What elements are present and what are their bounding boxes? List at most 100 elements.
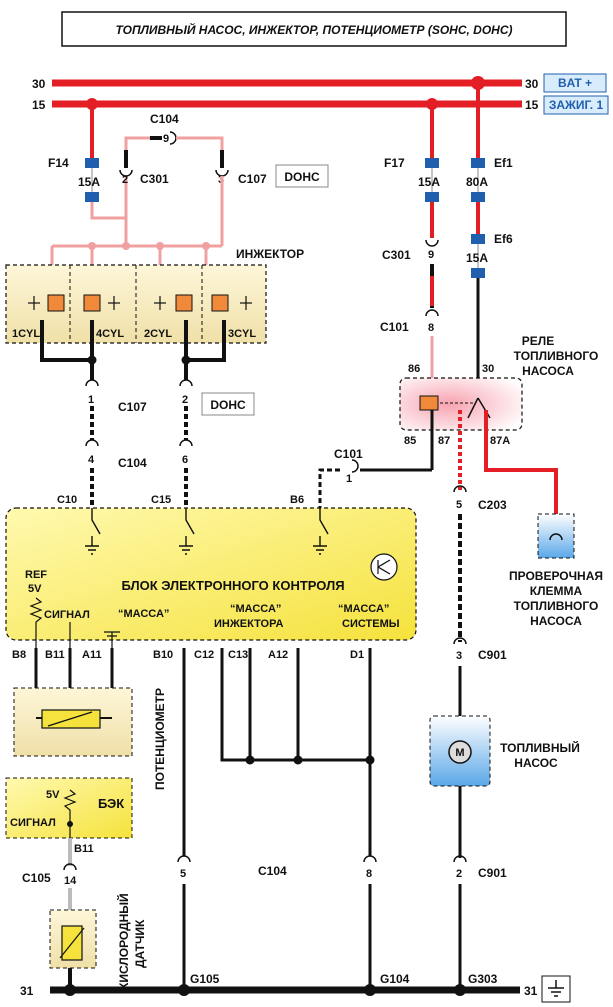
fuse-f17-rating: 15A: [418, 175, 440, 189]
c301-label: C301: [140, 172, 169, 186]
injector-cyl1: 1CYL: [12, 328, 40, 340]
bek-label: БЭК: [98, 796, 124, 811]
ground-g105: G105: [190, 972, 220, 986]
fuse-ef1-rating: 80A: [466, 175, 488, 189]
c301-pin-right: 9: [428, 249, 434, 261]
rail-30-label: 30: [32, 77, 46, 91]
fuel-pump-relay: РЕЛЕ ТОПЛИВНОГО НАСОСА 86 30 85 87 87A: [399, 334, 598, 447]
ecu-pin-a11: A11: [82, 649, 102, 661]
ecu-pin-c10: C10: [57, 494, 77, 506]
oxygen-label-1: КИСЛОРОДНЫЙ: [116, 893, 131, 990]
injector-block: ИНЖЕКТОР 1CYL 4CYL 2CYL 3CYL: [5, 247, 304, 344]
c901-label-bottom: C901: [478, 866, 507, 880]
c104-pin5: 5: [180, 868, 186, 880]
c104-pin4: 4: [88, 454, 95, 466]
ecu-pin-d1: D1: [350, 649, 364, 661]
ecu-pin-c15: C15: [151, 494, 171, 506]
ecu-mass: “МАССА”: [118, 608, 169, 620]
injector-cyl2: 2CYL: [144, 328, 172, 340]
fuel-pump: M ТОПЛИВНЫЙ НАСОС: [429, 715, 580, 787]
c901-pin-bottom: 2: [456, 868, 462, 880]
rail-15-label-right: 15: [525, 98, 539, 112]
test-clamp: ПРОВЕРОЧНАЯ КЛЕММА ТОПЛИВНОГО НАСОСА: [509, 513, 603, 628]
rail-31-label: 31: [20, 984, 34, 998]
c104-pin6: 6: [182, 454, 188, 466]
relay-pin-30: 30: [482, 363, 494, 375]
ecu-pin-a12: A12: [268, 649, 288, 661]
ecu-title: БЛОК ЭЛЕКТРОННОГО КОНТРОЛЯ: [121, 578, 344, 593]
c203-pin: 5: [456, 499, 462, 511]
fuse-ef6: Ef6 15A: [466, 232, 513, 278]
fuse-ef6-label: Ef6: [494, 232, 513, 246]
c107-lower: 1 2 C107 DOHC: [85, 379, 255, 416]
injector-cyl4: 4CYL: [96, 328, 124, 340]
fuse-ef1-label: Ef1: [494, 156, 513, 170]
test-clamp-label-3: ТОПЛИВНОГО: [514, 599, 599, 613]
c301-label-right: C301: [382, 248, 411, 262]
c104-pin-top: 9: [163, 133, 169, 145]
c107-pin2: 2: [182, 394, 188, 406]
injector-label: ИНЖЕКТОР: [236, 247, 304, 261]
ecu-pin-b10: B10: [153, 649, 173, 661]
fuse-f14: F14 15A: [48, 156, 100, 202]
potentiometer: ПОТЕНЦИОМЕТР: [13, 687, 167, 790]
ignition-label: ЗАЖИГ. 1: [549, 98, 604, 112]
c107-label-lower: C107: [118, 400, 147, 414]
ecu-pins: B8 B11 A11 B10 C12 C13 A12 D1: [12, 649, 364, 661]
c104-label-bottom: C104: [258, 864, 287, 878]
fuse-f17: F17 15A: [384, 156, 440, 202]
fuse-ef1: Ef1 80A: [466, 156, 513, 202]
dohc-tag-lower: DOHC: [210, 398, 246, 412]
rail-30-label-right: 30: [525, 77, 539, 91]
c107-label-top: C107: [238, 172, 267, 186]
c105-pin: 14: [64, 875, 77, 887]
c104-bottom: 5 8 C104: [177, 855, 377, 880]
c301-pin: 2: [122, 174, 128, 186]
ecu-ref-5v: 5V: [28, 583, 42, 595]
ecu-pin-b11: B11: [45, 649, 65, 661]
relay-pin-86: 86: [408, 363, 420, 375]
relay-pin-85: 85: [404, 435, 416, 447]
title-box: ТОПЛИВНЫЙ НАСОС, ИНЖЕКТОР, ПОТЕНЦИОМЕТР …: [61, 11, 567, 47]
ecu-pin-b8: B8: [12, 649, 26, 661]
fuse-ef6-rating: 15A: [466, 251, 488, 265]
injector-cyl3: 3CYL: [228, 328, 256, 340]
relay-pin-87: 87: [438, 435, 450, 447]
rail-15: 15 15 ЗАЖИГ. 1: [32, 95, 609, 115]
c101-label-mid: C101: [334, 447, 363, 461]
ecu-block: C10 C15 B6 БЛОК ЭЛЕКТРОННОГО КОНТРОЛЯ RE…: [5, 494, 417, 648]
c101-label-top: C101: [380, 320, 409, 334]
relay-label-1: РЕЛЕ: [522, 334, 554, 348]
c901-label-top: C901: [478, 648, 507, 662]
bek-5v: 5V: [46, 789, 60, 801]
bek-pin: B11: [74, 843, 94, 855]
ground-g303: G303: [468, 972, 498, 986]
c101-pin1: 1: [346, 473, 352, 485]
ecu-pin-c12: C12: [194, 649, 214, 661]
ground-g104: G104: [380, 972, 410, 986]
fuse-f14-rating: 15A: [78, 175, 100, 189]
c104-pin8: 8: [366, 868, 372, 880]
bek-signal: СИГНАЛ: [10, 817, 56, 829]
ecu-signal: СИГНАЛ: [44, 609, 90, 621]
bek-block: БЭК 5V СИГНАЛ: [5, 777, 133, 839]
rail-15-label: 15: [32, 98, 46, 112]
ecu-mass-inj-2: ИНЖЕКТОРА: [214, 618, 283, 630]
fuse-f17-label: F17: [384, 156, 405, 170]
c203-label: C203: [478, 498, 507, 512]
test-clamp-label-2: КЛЕММА: [530, 584, 583, 598]
c104-label-top: C104: [150, 112, 179, 126]
ecu-pin-c13: C13: [228, 649, 248, 661]
c104-label-mid: C104: [118, 456, 147, 470]
c107-pin1: 1: [88, 394, 94, 406]
fuse-f14-label: F14: [48, 156, 69, 170]
battery-label: BAT +: [558, 76, 592, 90]
ecu-mass-inj-1: “МАССА”: [230, 603, 281, 615]
ecu-ref: REF: [25, 569, 47, 581]
rail-31: 31 31: [20, 975, 571, 1003]
relay-pin-87a: 87A: [490, 435, 510, 447]
ecu-pin-b6: B6: [290, 494, 304, 506]
rail-31-label-right: 31: [524, 984, 538, 998]
page-title: ТОПЛИВНЫЙ НАСОС, ИНЖЕКТОР, ПОТЕНЦИОМЕТР …: [115, 21, 512, 37]
relay-label-3: НАСОСА: [522, 364, 574, 378]
